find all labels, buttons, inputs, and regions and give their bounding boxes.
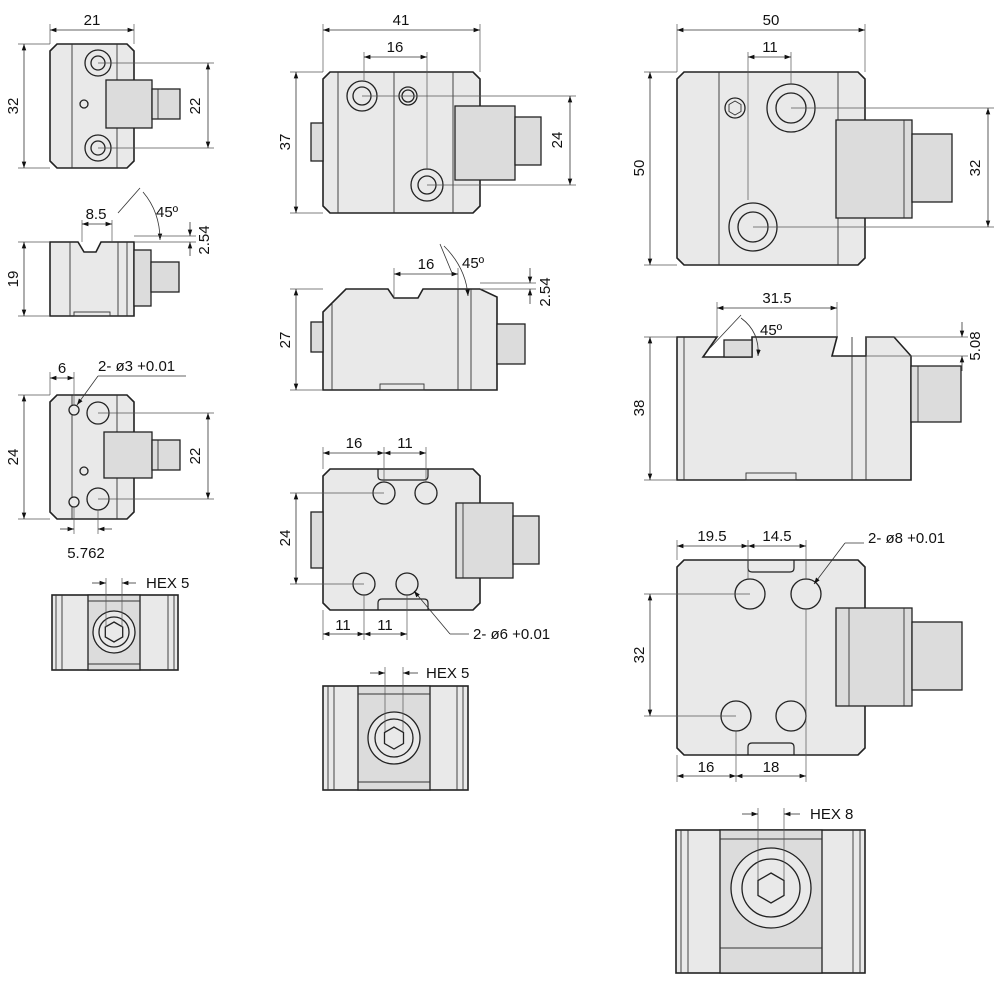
small-side-slot: 8.5	[86, 206, 107, 223]
large-holes-b: 14.5	[762, 528, 791, 545]
large-side-view: 31.5 45º 5.08 38	[631, 290, 984, 481]
large-top-view: 50 11 50 32	[631, 12, 994, 266]
medium-holes-c: 11	[335, 617, 351, 634]
small-top-height: 32	[5, 98, 22, 115]
large-side-depth: 5.08	[967, 331, 984, 360]
medium-side-view: 16 45º 2.54 27	[277, 243, 554, 391]
large-top-width: 50	[763, 12, 780, 29]
large-end-view: HEX 8	[675, 806, 866, 974]
small-hole-view: 6 2- ø3 +0.01 24 22 5.762	[5, 358, 214, 562]
large-top-pin: 32	[967, 160, 984, 177]
medium-holes-d: 11	[377, 617, 393, 634]
medium-end-hex: HEX 5	[426, 665, 469, 682]
small-side-angle: 45º	[156, 204, 179, 221]
large-end-hex: HEX 8	[810, 806, 853, 823]
medium-holes-b: 11	[397, 435, 413, 452]
large-holes-a: 19.5	[697, 528, 726, 545]
small-top-pin: 22	[187, 98, 204, 115]
large-top-height: 50	[631, 160, 648, 177]
small-end-hex: HEX 5	[146, 575, 189, 592]
small-holes-offset: 6	[58, 360, 66, 377]
large-holes-d: 18	[763, 759, 780, 776]
large-side-height: 38	[631, 400, 648, 417]
small-holes-callout: 2- ø3 +0.01	[98, 358, 175, 375]
large-holes-height: 32	[631, 647, 648, 664]
large-side-slot: 31.5	[762, 290, 791, 307]
small-top-width: 21	[84, 12, 101, 29]
medium-holes-height: 24	[277, 530, 294, 547]
small-side-view: 8.5 45º 2.54 19	[5, 187, 213, 317]
small-side-depth: 2.54	[196, 225, 213, 254]
medium-top-width: 41	[393, 12, 410, 29]
small-holes-pin: 22	[187, 448, 204, 465]
small-end-view: HEX 5	[51, 575, 189, 671]
medium-side-angle: 45º	[462, 255, 485, 272]
medium-end-view: HEX 5	[322, 665, 469, 791]
medium-top-height: 37	[277, 134, 294, 151]
large-side-angle: 45º	[760, 322, 783, 339]
medium-holes-callout: 2- ø6 +0.01	[473, 626, 550, 643]
medium-side-height: 27	[277, 332, 294, 349]
small-top-view: 21 32 22	[5, 12, 214, 169]
medium-side-depth: 2.54	[537, 277, 554, 306]
medium-hole-view: 16 11 24 11 11 2- ø6 +0.01	[277, 435, 550, 643]
large-top-inner: 11	[762, 39, 778, 56]
large-holes-callout: 2- ø8 +0.01	[868, 530, 945, 547]
medium-holes-a: 16	[346, 435, 363, 452]
large-hole-view: 19.5 14.5 2- ø8 +0.01 32 16 18	[631, 528, 963, 782]
medium-top-inner: 16	[387, 39, 404, 56]
small-holes-height: 24	[5, 449, 22, 466]
medium-top-pin: 24	[549, 132, 566, 149]
small-side-height: 19	[5, 271, 22, 288]
medium-top-view: 41 16 37 24	[277, 12, 576, 214]
small-holes-pitch: 5.762	[67, 545, 105, 562]
medium-side-slot: 16	[418, 256, 435, 273]
large-holes-c: 16	[698, 759, 715, 776]
